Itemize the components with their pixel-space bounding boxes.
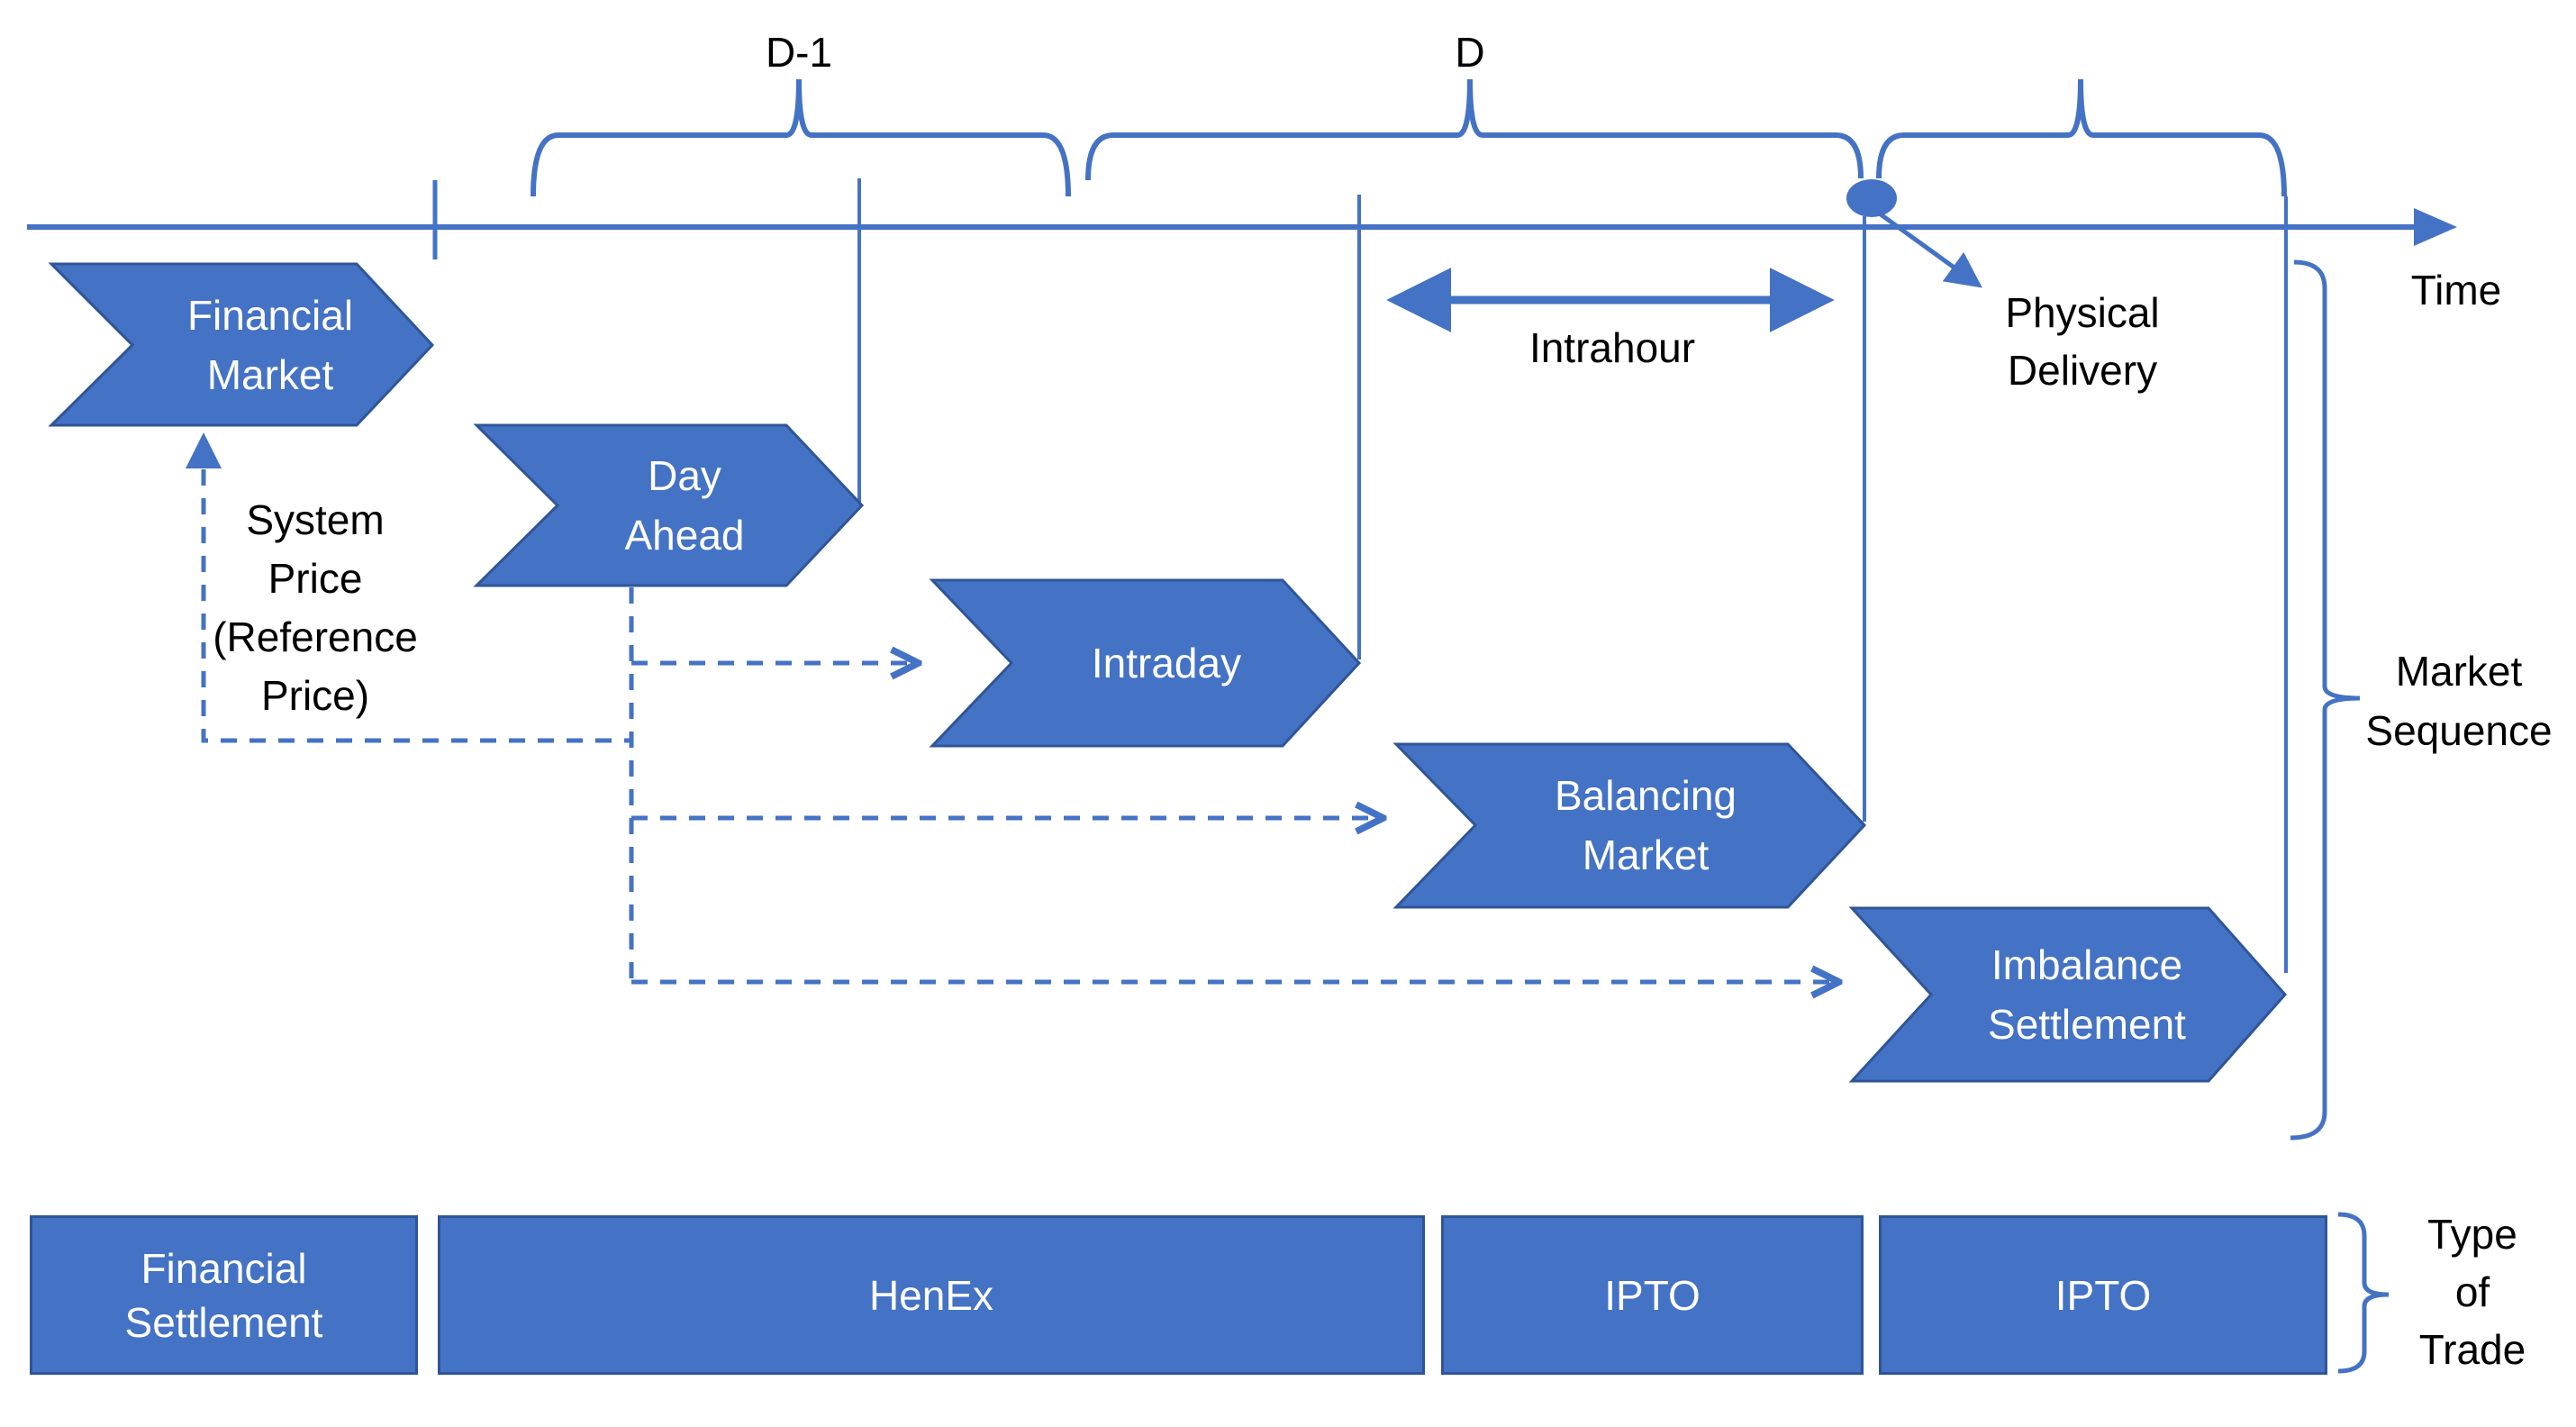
period-label-d: D — [1455, 29, 1485, 76]
physical-delivery-label: Physical Delivery — [2005, 289, 2160, 394]
physical-delivery-pointer-arrow — [1879, 212, 1982, 288]
brace-d-minus-1 — [531, 78, 1071, 197]
trade-box-henex: HenEx — [438, 1215, 1425, 1375]
stage-label-financial-market: Financial Market — [186, 292, 354, 398]
stage-label-intraday: Intraday — [1091, 640, 1242, 686]
stage-label-imbalance-settlement: Imbalance Settlement — [1988, 941, 2186, 1048]
time-axis-arrowhead-icon — [2414, 208, 2457, 246]
type-of-trade-label: Type of Trade — [2418, 1211, 2526, 1373]
type-of-trade-bracket — [2337, 1212, 2390, 1374]
intrahour-label: Intrahour — [1528, 324, 1696, 371]
chevron-intraday — [929, 578, 1362, 748]
brace-delivery-period — [1876, 78, 2287, 197]
stage-label-day-ahead: Day Ahead — [624, 452, 745, 559]
market-sequence-bracket — [2290, 259, 2361, 1141]
trade-box-financial-settlement: Financial Settlement — [30, 1215, 418, 1375]
trade-box-ipto-imbalance: IPTO — [1879, 1215, 2327, 1375]
market-sequence-label: Market Sequence — [2365, 648, 2553, 754]
physical-delivery-marker — [1846, 179, 1897, 217]
system-price-label: System Price (Reference Price) — [213, 496, 418, 719]
stage-label-balancing-market: Balancing Market — [1554, 772, 1737, 878]
time-axis-label: Time — [2410, 267, 2502, 314]
system-price-feedback-connector — [186, 432, 634, 743]
chevron-financial-market — [48, 262, 435, 427]
chevron-day-ahead — [473, 423, 865, 587]
trade-box-ipto-balancing: IPTO — [1441, 1215, 1864, 1375]
period-label-d-minus-1: D-1 — [765, 29, 833, 76]
brace-d — [1085, 78, 1864, 181]
chevron-balancing-market — [1392, 742, 1867, 909]
chevron-imbalance-settlement — [1848, 906, 2288, 1083]
